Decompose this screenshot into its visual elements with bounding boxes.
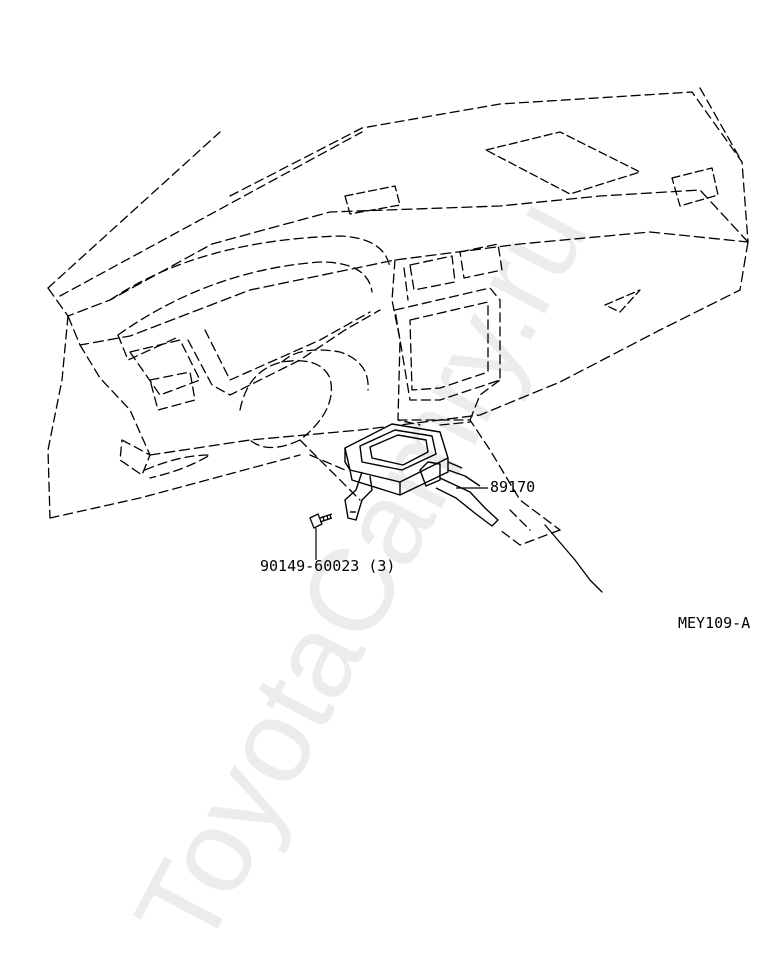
leader-lines: [315, 487, 488, 560]
steering-wheel: [239, 349, 369, 501]
console-edge: [544, 524, 603, 593]
control-module: [344, 423, 499, 527]
label-control-module: 89170: [490, 478, 536, 496]
center-stack: [391, 243, 561, 546]
figure-code: MEY109-A: [678, 614, 751, 632]
instrument-hood: [109, 235, 391, 411]
left-panel: [47, 315, 301, 519]
dash-vents: [344, 131, 719, 313]
label-bolt: 90149-60023 (3): [260, 557, 396, 575]
dashboard-top: [47, 189, 749, 456]
bolt: [309, 513, 333, 529]
windshield-lines: [47, 87, 749, 297]
